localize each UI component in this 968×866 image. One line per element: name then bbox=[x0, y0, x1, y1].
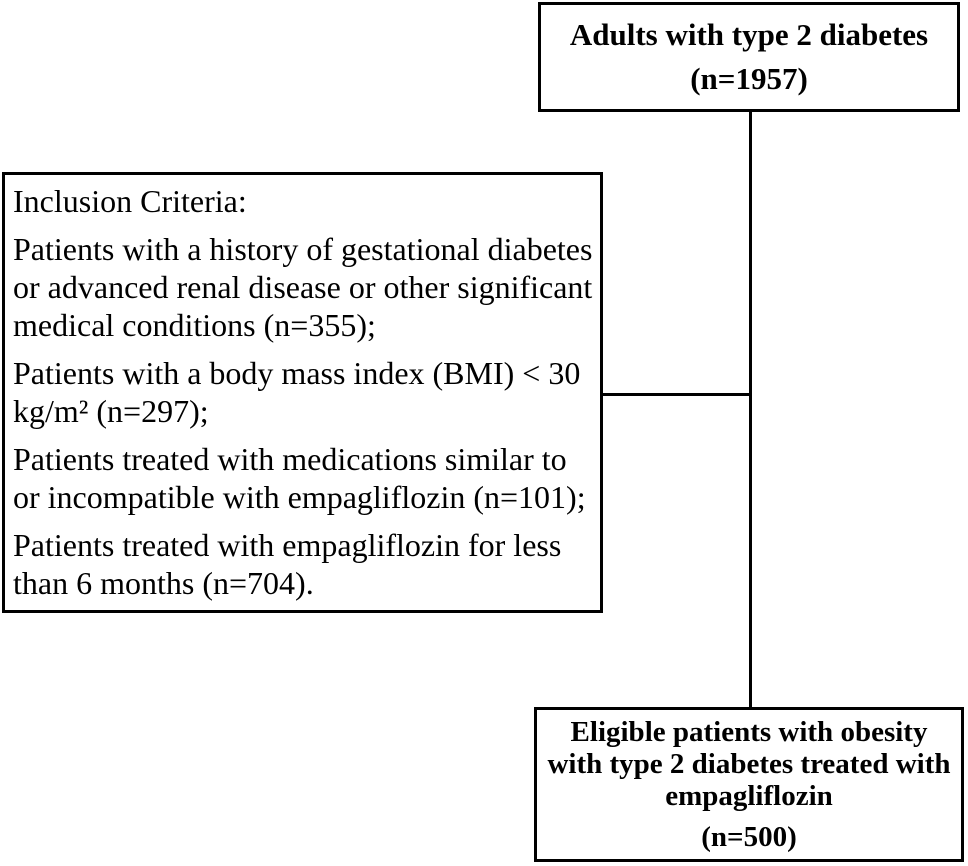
population-box-title: Adults with type 2 diabetes bbox=[569, 17, 929, 52]
connector-criteria-line bbox=[600, 393, 751, 396]
criteria-item-duration: Patients treated with empagliflozin for … bbox=[13, 527, 562, 601]
eligible-patients-box-title: Eligible patients with obesity with type… bbox=[547, 716, 951, 812]
inclusion-criteria-heading: Inclusion Criteria: bbox=[13, 183, 247, 219]
population-box: Adults with type 2 diabetes (n=1957) bbox=[538, 2, 960, 112]
eligible-patients-box: Eligible patients with obesity with type… bbox=[534, 707, 964, 862]
eligible-patients-box-count: (n=500) bbox=[701, 821, 797, 853]
criteria-item-history-gestational: Patients with a history of gestational d… bbox=[13, 231, 593, 343]
inclusion-criteria-box: Inclusion Criteria: Patients with a hist… bbox=[2, 172, 603, 613]
criteria-item-medications: Patients treated with medications simila… bbox=[13, 441, 586, 515]
criteria-item-bmi: Patients with a body mass index (BMI) < … bbox=[13, 355, 581, 429]
connector-top-to-bottom-line bbox=[749, 110, 752, 709]
population-box-count: (n=1957) bbox=[690, 61, 808, 96]
